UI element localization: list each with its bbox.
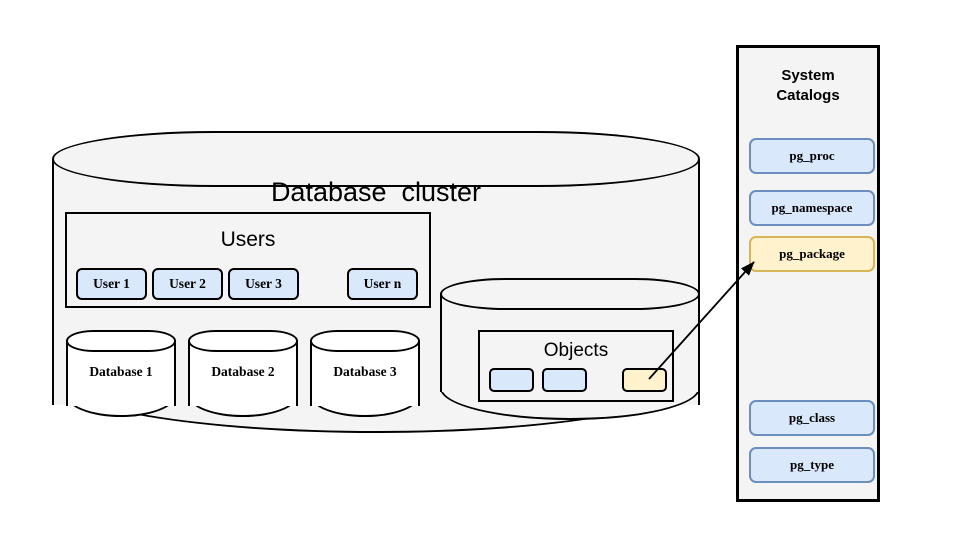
object-box-1[interactable]	[489, 368, 534, 392]
cluster-cylinder-top	[52, 131, 700, 187]
objects-title: Objects	[543, 340, 609, 361]
database-cylinder-top	[188, 330, 298, 352]
catalog-chip-pg-type[interactable]: pg_type	[749, 447, 875, 483]
catalog-chip-pg-proc[interactable]: pg_proc	[749, 138, 875, 174]
catalog-chip-pg-package[interactable]: pg_package	[749, 236, 875, 272]
database-label: Database 1	[89, 364, 153, 379]
catalog-chip-pg-class[interactable]: pg_class	[749, 400, 875, 436]
users-title: Users	[220, 228, 276, 251]
system-catalogs-panel: System Catalogs pg_proc pg_namespace pg_pa…	[736, 45, 880, 502]
user-chip[interactable]: User 1	[76, 268, 147, 300]
system-catalogs-title: System Catalogs	[739, 66, 877, 106]
database-cylinder-top	[66, 330, 176, 352]
object-box-highlight[interactable]	[622, 368, 667, 392]
user-chip[interactable]: User n	[347, 268, 418, 300]
database-cylinder: Database 3	[310, 330, 420, 417]
database-label: Database 2	[211, 364, 275, 379]
system-catalogs-title-line2: Catalogs	[776, 87, 840, 104]
catalog-chip-pg-namespace[interactable]: pg_namespace	[749, 190, 875, 226]
user-chip[interactable]: User 2	[152, 268, 223, 300]
cluster-title: Database cluster	[270, 177, 482, 207]
system-catalogs-title-line1: System	[781, 67, 835, 84]
database-cylinder: Database 2	[188, 330, 298, 417]
database-cylinder-top	[310, 330, 420, 352]
objects-group: Objects	[478, 330, 674, 402]
database-label: Database 3	[333, 364, 397, 379]
database-cylinder: Database 1	[66, 330, 176, 417]
objects-cylinder-top	[440, 278, 700, 310]
user-chip[interactable]: User 3	[228, 268, 299, 300]
object-box-2[interactable]	[542, 368, 587, 392]
